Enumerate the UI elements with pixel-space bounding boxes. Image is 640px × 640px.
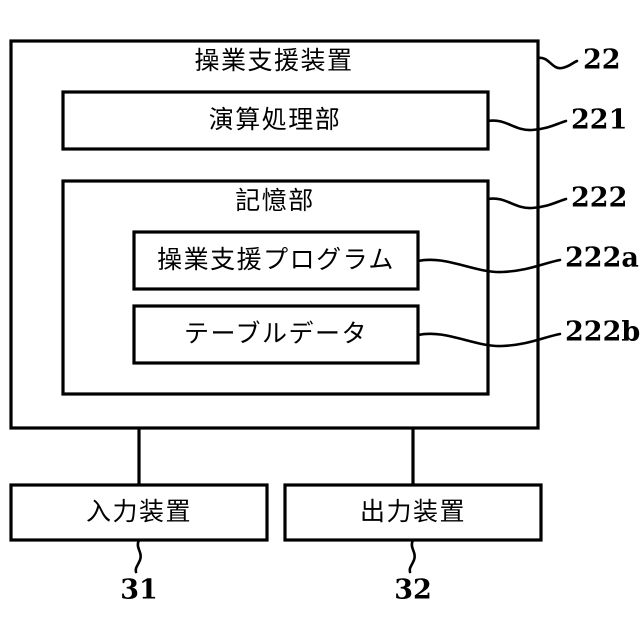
operation-support-program-label: 操業支援プログラム xyxy=(157,245,395,274)
ref-number-222: 222 xyxy=(571,183,627,214)
output-device-box xyxy=(283,483,543,542)
operation-support-device-label: 操業支援装置 xyxy=(194,46,353,75)
leader-line-31 xyxy=(134,538,142,574)
ref-number-22: 22 xyxy=(583,45,621,76)
table-data-label: テーブルデータ xyxy=(184,319,368,348)
leader-line-222b xyxy=(416,332,562,348)
ref-number-31: 31 xyxy=(120,575,158,606)
leader-line-221 xyxy=(486,119,568,132)
ref-number-222a: 222a xyxy=(565,243,639,274)
ref-number-222b: 222b xyxy=(565,317,640,348)
input-device-box xyxy=(9,483,269,542)
input-device-label: 入力装置 xyxy=(86,497,192,526)
output-device-label: 出力装置 xyxy=(360,497,466,526)
leader-line-22 xyxy=(536,56,579,70)
leader-line-222a xyxy=(416,258,562,274)
storage-unit-label: 記憶部 xyxy=(235,186,315,215)
leader-line-32 xyxy=(408,538,416,574)
ref-number-32: 32 xyxy=(394,575,432,606)
arithmetic-processing-unit-box xyxy=(61,90,490,151)
leader-line-222 xyxy=(486,197,568,210)
ref-number-221: 221 xyxy=(571,105,627,136)
table-data-box xyxy=(132,304,420,365)
arithmetic-processing-unit-label: 演算処理部 xyxy=(209,105,342,134)
